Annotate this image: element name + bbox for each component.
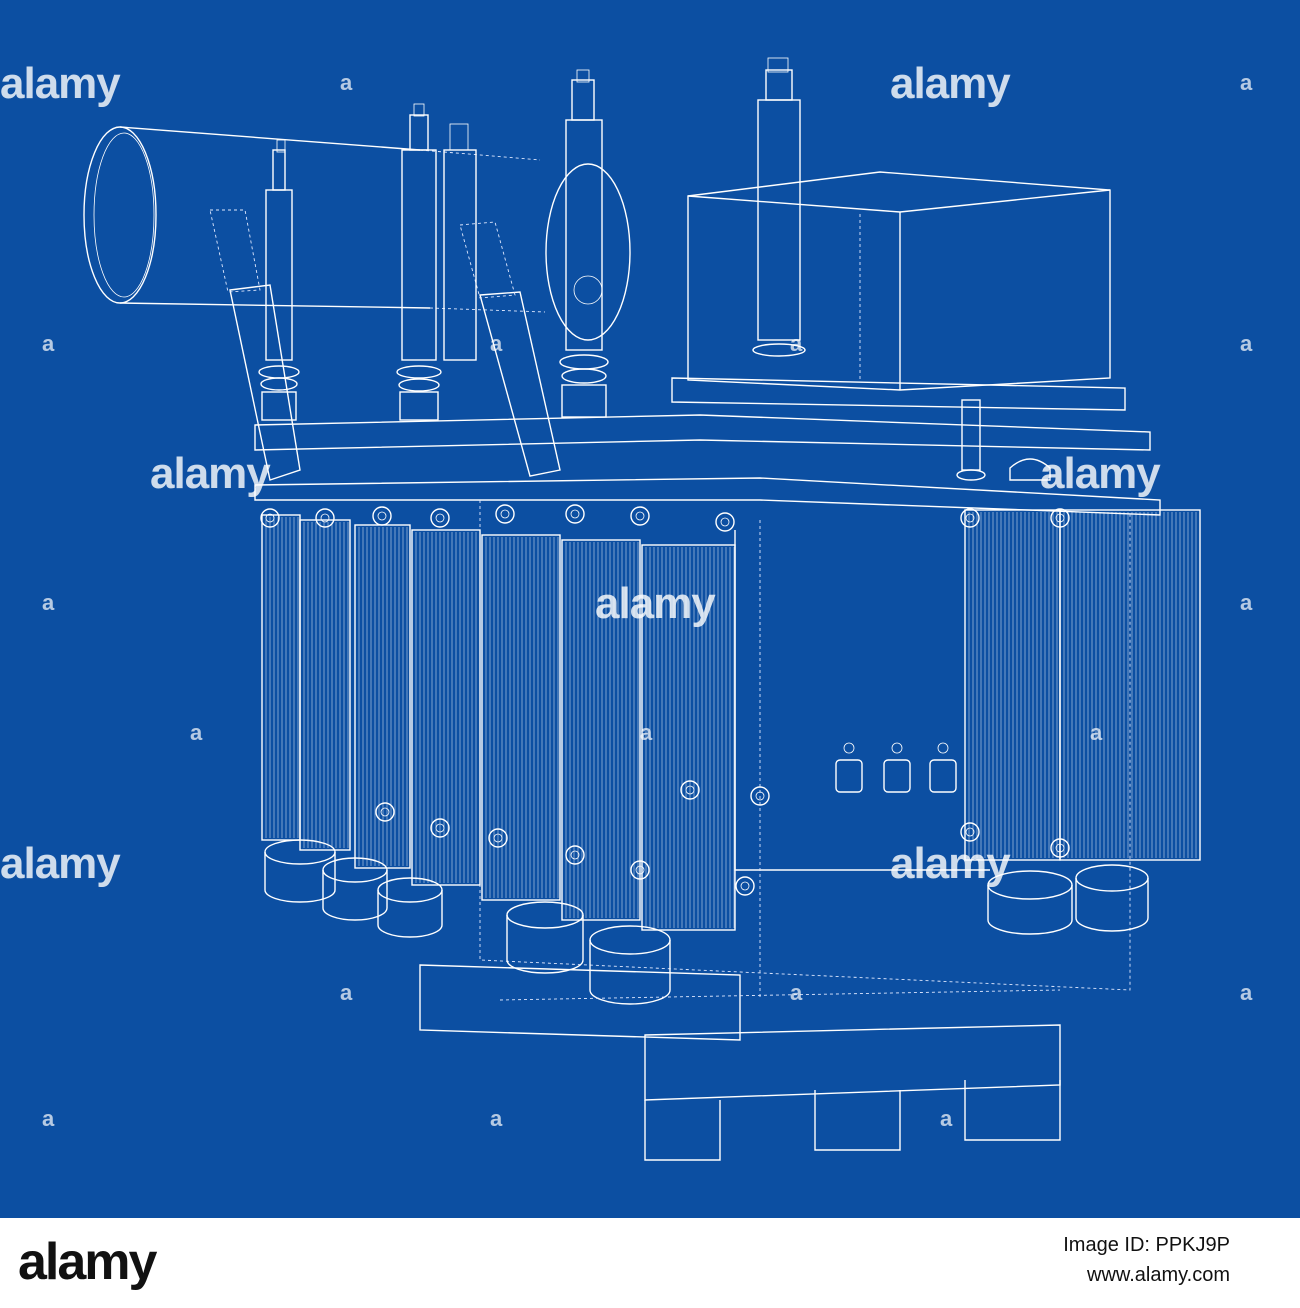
watermark: alamy — [0, 59, 121, 108]
watermark-mark: a — [490, 331, 503, 356]
skid-base — [419, 964, 1061, 1161]
watermark-mark: a — [340, 980, 353, 1005]
watermark: alamy — [1040, 449, 1161, 498]
watermark-mark: a — [640, 720, 653, 745]
watermark-mark: a — [1090, 720, 1103, 745]
watermark-mark: a — [490, 1106, 503, 1131]
watermark-mark: a — [790, 331, 803, 356]
watermark-mark: a — [1240, 331, 1253, 356]
watermark: alamy — [595, 579, 716, 628]
radiator-banks — [261, 509, 1201, 931]
blueprint-canvas: alamy alamy alamy alamy alamy alamy alam… — [0, 0, 1300, 1218]
watermark-mark: a — [42, 1106, 55, 1131]
terminal-boxes — [835, 742, 957, 793]
tank-top-platform — [254, 377, 1161, 516]
transformer-wireframe-drawing — [83, 57, 1201, 1161]
footer-bar: alamy Image ID: PPKJ9P www.alamy.com — [0, 1218, 1300, 1308]
surge-arrester — [956, 399, 1051, 481]
image-id-text: Image ID: PPKJ9P — [1063, 1234, 1230, 1256]
connection-pipes — [209, 209, 561, 481]
footer-logo[interactable]: alamy — [18, 1233, 157, 1291]
valves — [260, 504, 1070, 896]
oil-level-gauge — [545, 163, 631, 341]
watermark-mark: a — [1240, 980, 1253, 1005]
site-url[interactable]: www.alamy.com — [1087, 1264, 1230, 1286]
watermark-mark: a — [340, 70, 353, 95]
watermark-mark: a — [42, 331, 55, 356]
base-cylinders — [264, 839, 1149, 1005]
watermark: alamy — [0, 839, 121, 888]
watermark: alamy — [150, 449, 271, 498]
main-tank-body — [479, 500, 1131, 1000]
watermark: alamy — [890, 839, 1011, 888]
watermark-mark: a — [790, 980, 803, 1005]
watermark: alamy — [890, 59, 1011, 108]
watermark-mark: a — [940, 1106, 953, 1131]
watermark-mark: a — [1240, 70, 1253, 95]
bushings — [258, 57, 806, 421]
watermark-mark: a — [42, 590, 55, 615]
watermark-mark: a — [190, 720, 203, 745]
conservator-tank — [83, 126, 546, 313]
control-cabinet — [687, 171, 1111, 391]
watermark-mark: a — [1240, 590, 1253, 615]
